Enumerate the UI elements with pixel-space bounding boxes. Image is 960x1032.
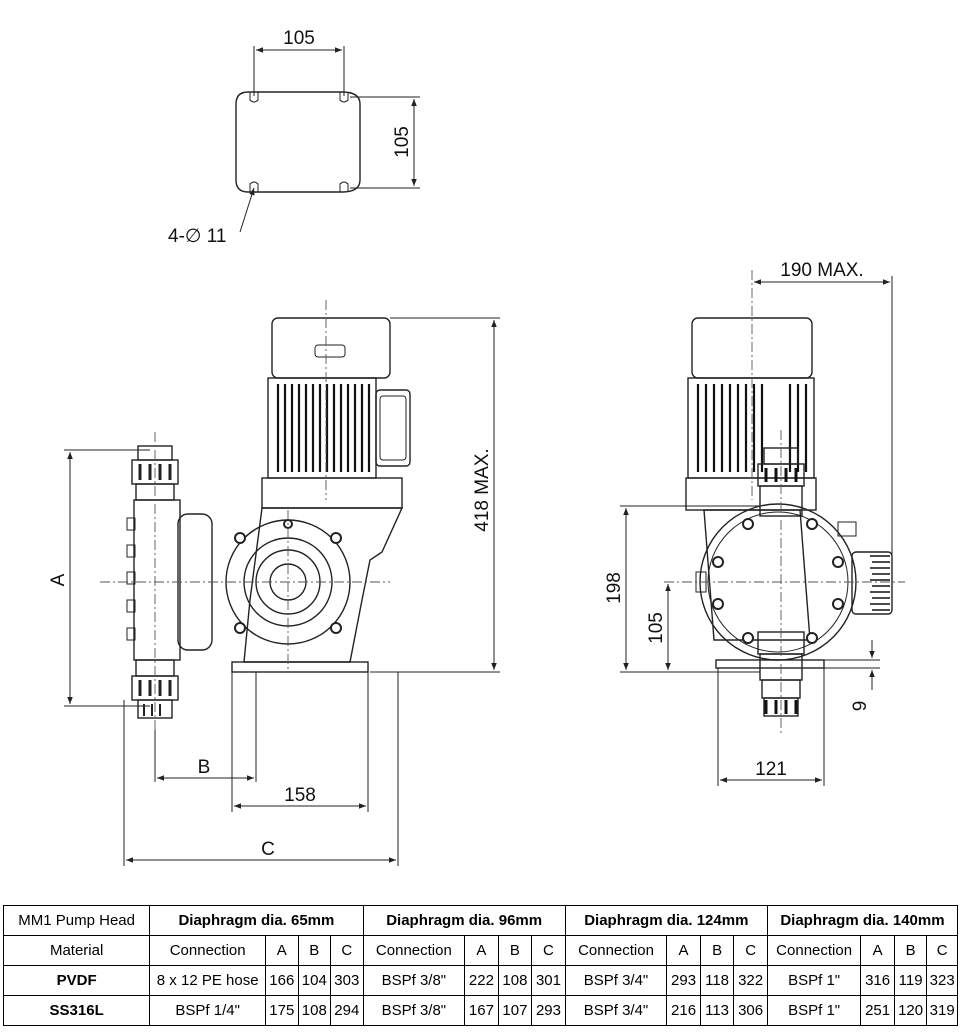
mounting-hole-slots [249, 92, 349, 192]
dim-b-label: B [198, 757, 211, 778]
base-plate-view: 105 105 4-∅ 11 [168, 28, 420, 247]
table-cell: 166 [265, 965, 299, 996]
group-header: Diaphragm dia. 124mm [564, 905, 768, 936]
table-cell: 306 [733, 995, 768, 1026]
table-cell: 303 [330, 965, 364, 996]
dim-a-label: A [48, 573, 69, 586]
col-header: Connection [564, 935, 668, 966]
table-cell: 251 [860, 995, 895, 1026]
table-cell: 119 [893, 965, 928, 996]
holes-label: 4-∅ 11 [168, 226, 226, 247]
offset-9-label: 9 [850, 701, 871, 712]
head-bolts [126, 517, 136, 641]
col-header: B [297, 935, 332, 966]
table-cell: 8 x 12 PE hose [149, 965, 267, 996]
table-cell: 120 [893, 995, 928, 1026]
table-cell: 108 [497, 965, 533, 996]
table-cell: BSPf 1/4" [149, 995, 267, 1026]
height-198-label: 198 [604, 572, 625, 604]
table-cell: 167 [464, 995, 499, 1026]
material-cell: SS316L [2, 995, 151, 1026]
plate-height-label: 105 [392, 126, 413, 158]
width-121-label: 121 [755, 759, 787, 780]
pump-side-view: 190 MAX. 198 105 121 9 [604, 260, 905, 786]
col-header: C [926, 935, 958, 966]
pump-dimension-drawing: 105 105 4-∅ 11 [48, 28, 905, 866]
side-head-bolts [712, 518, 844, 644]
table-cell: 294 [330, 995, 364, 1026]
table-cell: 175 [265, 995, 299, 1026]
table-cell: 293 [531, 995, 566, 1026]
table-cell: 293 [666, 965, 701, 996]
plate-width-label: 105 [283, 28, 315, 49]
table-cell: 316 [860, 965, 895, 996]
col-header: A [265, 935, 299, 966]
col-header: Connection [766, 935, 862, 966]
table-cell: BSPf 3/8" [362, 965, 466, 996]
table-cell: 222 [464, 965, 499, 996]
table-cell: 322 [733, 965, 768, 996]
col-header: Connection [149, 935, 267, 966]
table-cell: 104 [297, 965, 332, 996]
col-header: A [464, 935, 499, 966]
depth-190-label: 190 MAX. [780, 260, 863, 281]
col-header: A [860, 935, 895, 966]
dim-c-label: C [261, 839, 275, 860]
group-header: Diaphragm dia. 96mm [362, 905, 566, 936]
table-row: SS316L BSPf 1/4" 175 108 294 BSPf 3/8" 1… [2, 995, 958, 1026]
height-105-label: 105 [646, 612, 667, 644]
col-header: C [531, 935, 566, 966]
table-cell: BSPf 1" [766, 965, 862, 996]
col-header: B [893, 935, 928, 966]
col-header: B [699, 935, 735, 966]
table-cell: 301 [531, 965, 566, 996]
table-cell: 118 [699, 965, 735, 996]
group-header: Diaphragm dia. 65mm [149, 905, 364, 936]
table-title: MM1 Pump Head [2, 905, 151, 936]
table-cell: 113 [699, 995, 735, 1026]
table-cell: BSPf 1" [766, 995, 862, 1026]
table-cell: BSPf 3/4" [564, 965, 668, 996]
col-header: C [330, 935, 364, 966]
col-header: Connection [362, 935, 466, 966]
height-418-label: 418 MAX. [472, 448, 493, 531]
table-cell: 319 [926, 995, 958, 1026]
table-cell: 108 [297, 995, 332, 1026]
table-cell: BSPf 3/4" [564, 995, 668, 1026]
dimension-table: MM1 Pump Head Diaphragm dia. 65mm Diaphr… [2, 905, 959, 1026]
group-header: Diaphragm dia. 140mm [766, 905, 959, 936]
material-header: Material [2, 935, 151, 966]
width-158-label: 158 [284, 785, 316, 806]
col-header: B [497, 935, 533, 966]
table-row: PVDF 8 x 12 PE hose 166 104 303 BSPf 3/8… [2, 965, 958, 996]
col-header: A [666, 935, 701, 966]
table-cell: 107 [497, 995, 533, 1026]
table-cell: 216 [666, 995, 701, 1026]
col-header: C [733, 935, 768, 966]
table-cell: BSPf 3/8" [362, 995, 466, 1026]
material-cell: PVDF [2, 965, 151, 996]
motor-fins [276, 384, 371, 472]
table-cell: 323 [926, 965, 958, 996]
pump-front-view: 418 MAX. A B 158 C [48, 300, 500, 866]
